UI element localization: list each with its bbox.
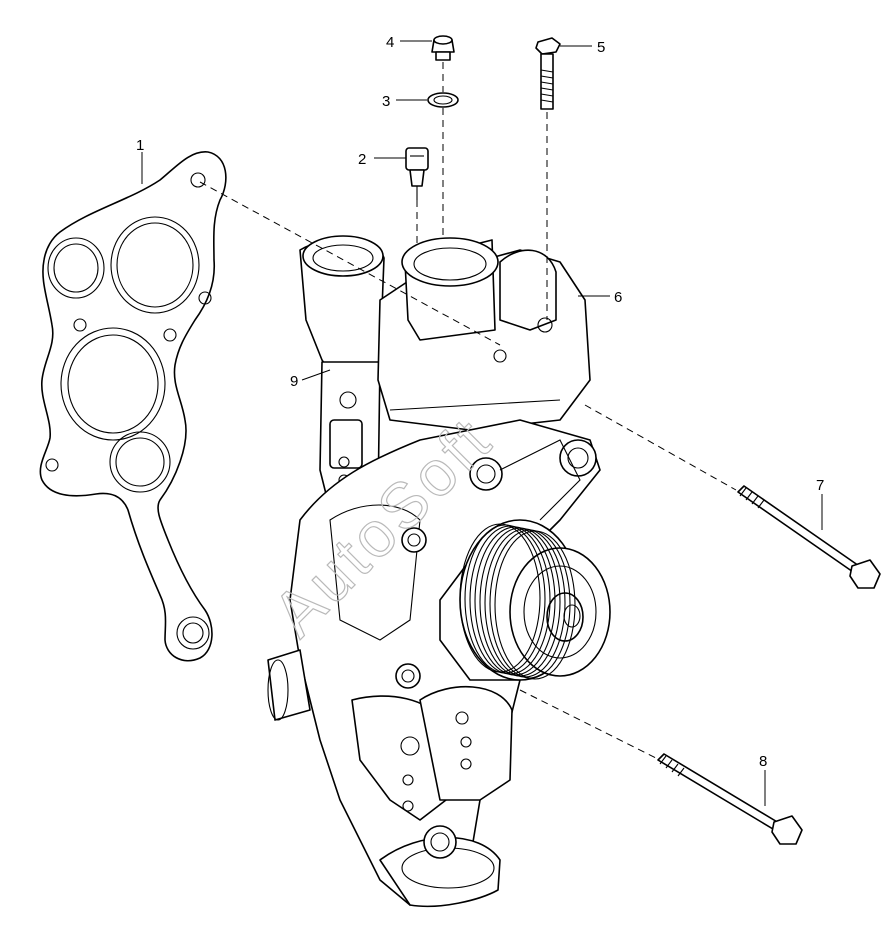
pulley	[459, 519, 611, 681]
bolt-part-7[interactable]	[737, 485, 881, 589]
callout-6: 6	[614, 289, 622, 306]
assembly-guide-lines	[199, 62, 737, 759]
gasket-part-1[interactable]	[39, 151, 227, 662]
callout-3: 3	[382, 93, 390, 110]
callout-2: 2	[358, 151, 366, 168]
bolt-part-8[interactable]	[657, 753, 803, 845]
callout-1: 1	[136, 137, 144, 154]
callout-labels: 1 2 3 4 5 6 7 8 9	[136, 34, 824, 770]
callout-4: 4	[386, 34, 394, 51]
plug-part-4[interactable]	[431, 35, 455, 61]
sensor-part-2[interactable]	[405, 147, 429, 200]
bolt-part-5[interactable]	[535, 37, 561, 110]
seal-ring-part-3[interactable]	[427, 92, 459, 108]
callout-7: 7	[816, 477, 824, 494]
callout-5: 5	[597, 39, 605, 56]
callout-9: 9	[290, 373, 298, 390]
callout-8: 8	[759, 753, 767, 770]
callout-leaders	[141, 40, 823, 806]
